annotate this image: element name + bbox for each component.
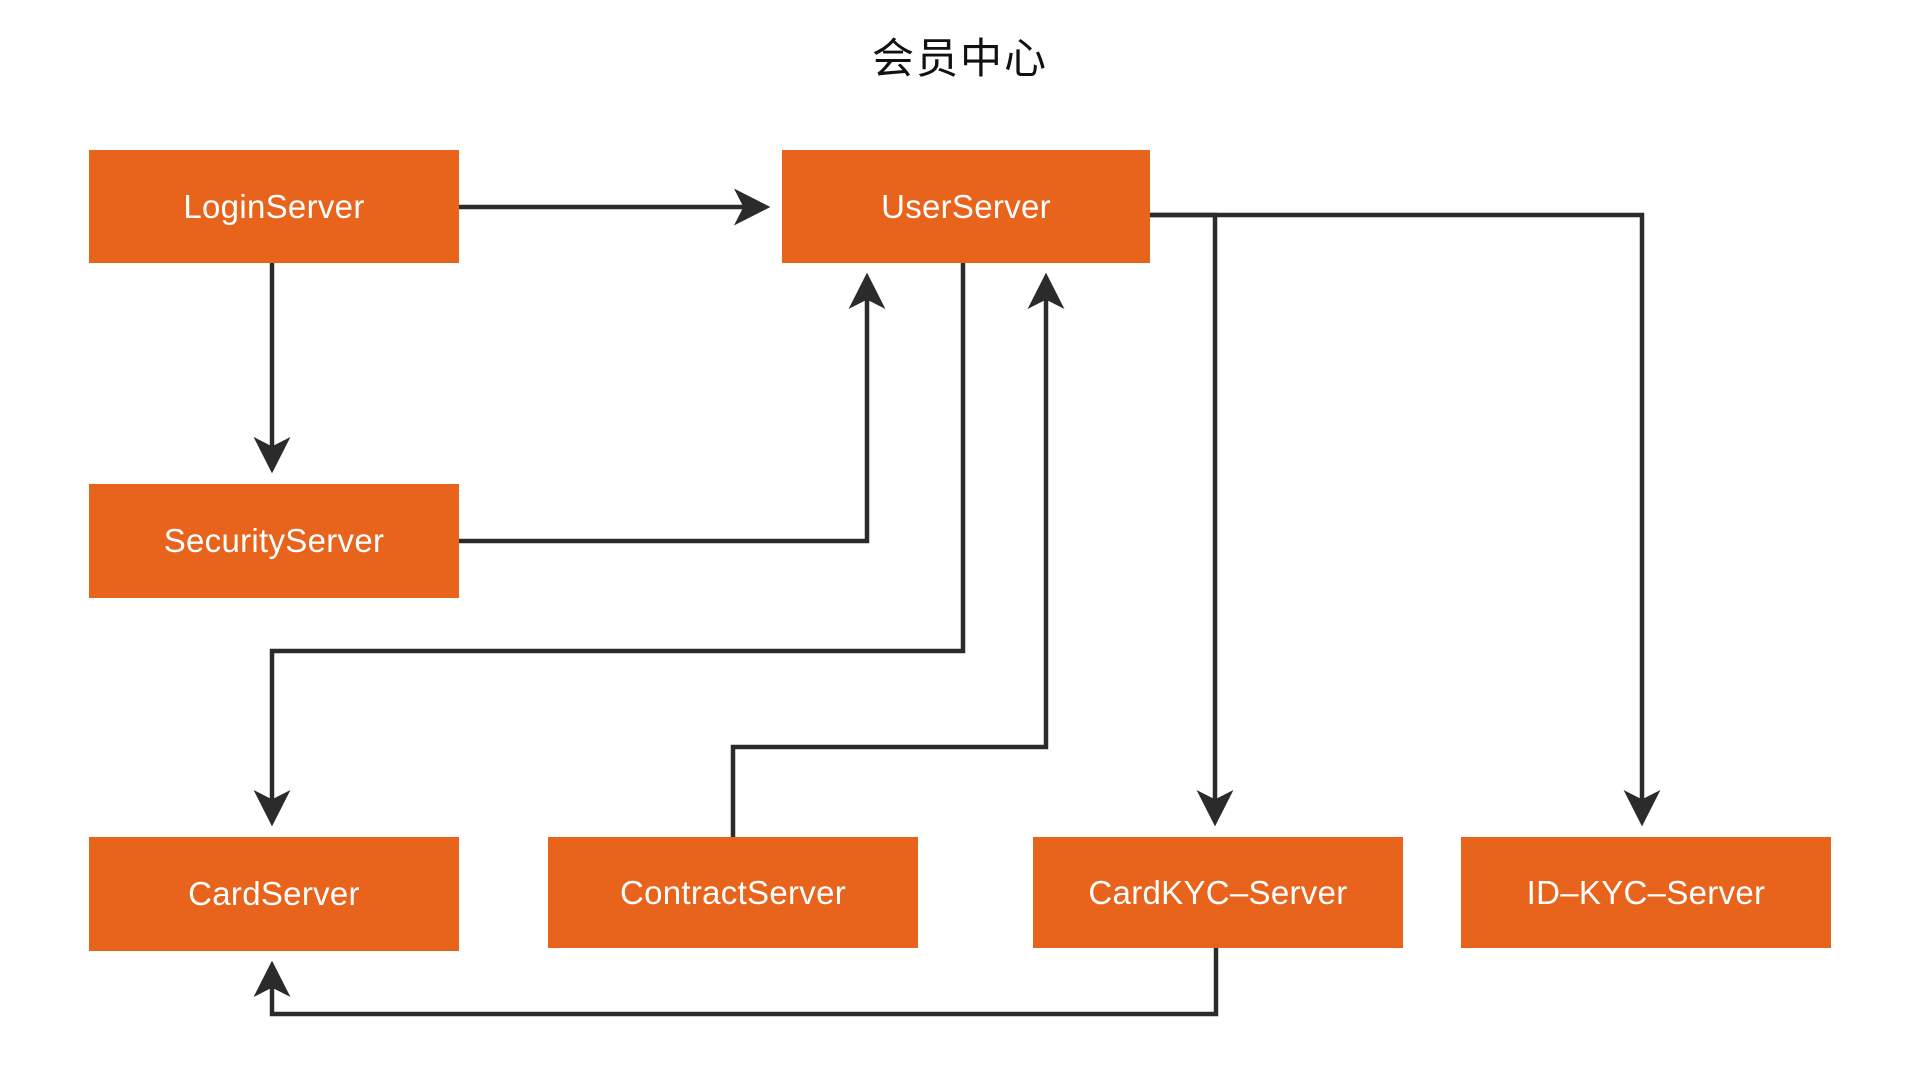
node-label-login-server: LoginServer (183, 187, 365, 225)
node-login-server[interactable]: LoginServer (89, 150, 459, 263)
node-cardkyc-server[interactable]: CardKYC–Server (1033, 837, 1403, 948)
node-contract-server[interactable]: ContractServer (548, 837, 918, 948)
node-user-server[interactable]: UserServer (782, 150, 1150, 263)
node-label-user-server: UserServer (881, 187, 1051, 225)
node-label-contract-server: ContractServer (619, 873, 847, 911)
node-label-card-server: CardServer (188, 875, 360, 912)
node-label-idkyc-server: ID–KYC–Server (1526, 873, 1766, 911)
node-card-server[interactable]: CardServer (89, 837, 459, 951)
node-label-security-server: SecurityServer (163, 522, 385, 559)
node-idkyc-server[interactable]: ID–KYC–Server (1461, 837, 1831, 948)
page-title: 会员中心 (871, 35, 1048, 82)
node-security-server[interactable]: SecurityServer (89, 484, 459, 598)
node-label-cardkyc-server: CardKYC–Server (1088, 873, 1348, 911)
